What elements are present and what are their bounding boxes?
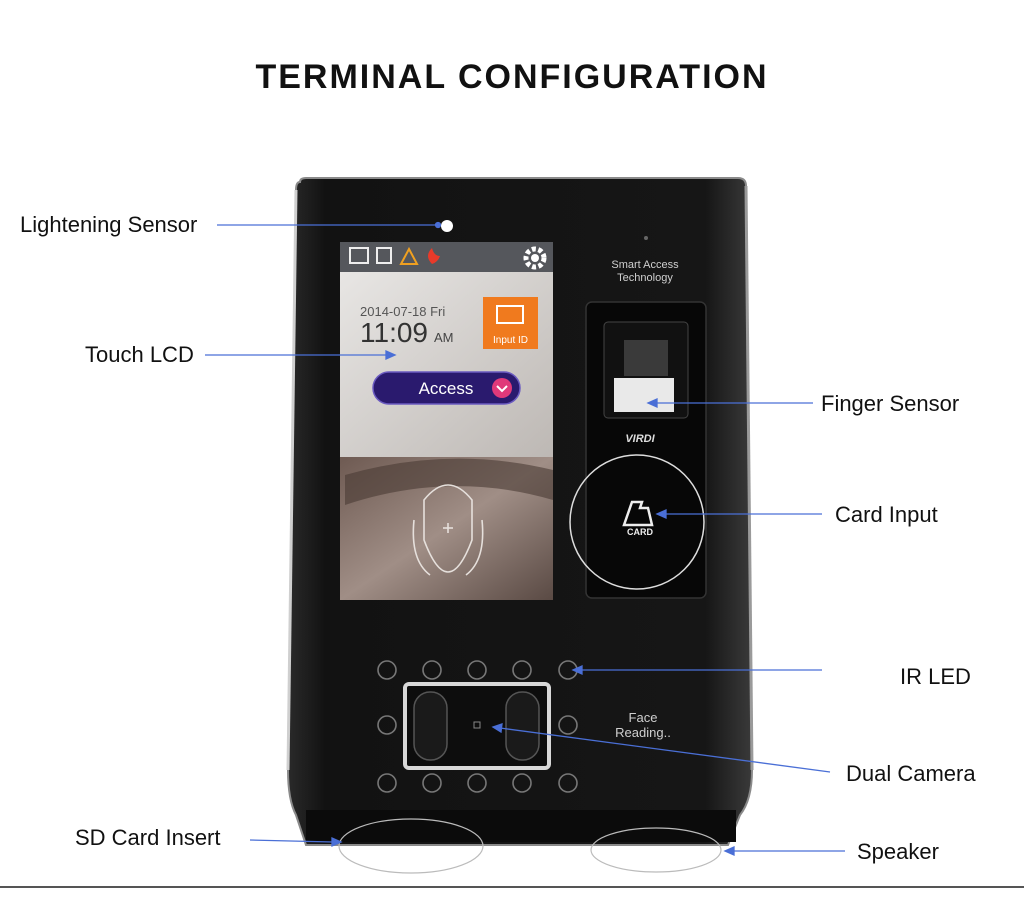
face-reading-line-2: Reading.. <box>615 725 671 740</box>
dual-camera <box>403 682 551 770</box>
chevron-down-icon <box>492 378 512 398</box>
lcd-date: 2014-07-18 Fri <box>360 304 445 319</box>
face-reading-line-1: Face <box>629 710 658 725</box>
access-button-label: Access <box>419 379 474 398</box>
warning-icon <box>399 246 419 265</box>
card-input[interactable]: CARD <box>569 454 705 590</box>
page-title: TERMINAL CONFIGURATION <box>255 58 769 96</box>
finger-sensor[interactable]: VIRDI <box>585 301 707 599</box>
lcd-ampm: AM <box>434 330 454 345</box>
door-icon <box>376 247 392 264</box>
brand-line-2: Technology <box>617 272 673 284</box>
leader-lines <box>205 221 845 857</box>
touch-lcd[interactable]: 2014-07-18 Fri 11:09 AM Input ID Access <box>340 242 553 600</box>
lcd-time: 11:09 <box>360 317 428 348</box>
lightening-sensor-dot <box>441 220 453 232</box>
virdi-logo: VIRDI <box>625 433 655 445</box>
fire-icon <box>428 248 440 264</box>
access-button[interactable]: Access <box>372 371 521 405</box>
callout-dual-camera: Dual Camera <box>846 761 976 786</box>
face-guide-icon <box>412 484 484 576</box>
callout-card-input: Card Input <box>835 502 938 527</box>
input-id-tile[interactable]: Input ID <box>483 297 538 349</box>
card-label: CARD <box>627 527 653 537</box>
card-icon <box>622 500 654 527</box>
monitor-icon <box>349 247 369 264</box>
callout-lightening-sensor: Lightening Sensor <box>20 212 198 237</box>
input-id-label: Input ID <box>493 335 528 346</box>
sd-card-slot-marker <box>338 818 484 874</box>
callout-finger-sensor: Finger Sensor <box>821 391 960 416</box>
brand-line-1: Smart Access <box>611 259 679 271</box>
callout-speaker: Speaker <box>857 839 939 864</box>
bottom-divider <box>0 886 1024 888</box>
lcd-status-bar <box>340 242 553 272</box>
callout-sd-card-insert: SD Card Insert <box>75 825 221 850</box>
callout-ir-led: IR LED <box>900 664 971 689</box>
id-card-icon <box>496 305 524 324</box>
gear-icon[interactable] <box>523 246 547 270</box>
speaker-marker <box>590 827 722 873</box>
callout-touch-lcd: Touch LCD <box>85 342 194 367</box>
